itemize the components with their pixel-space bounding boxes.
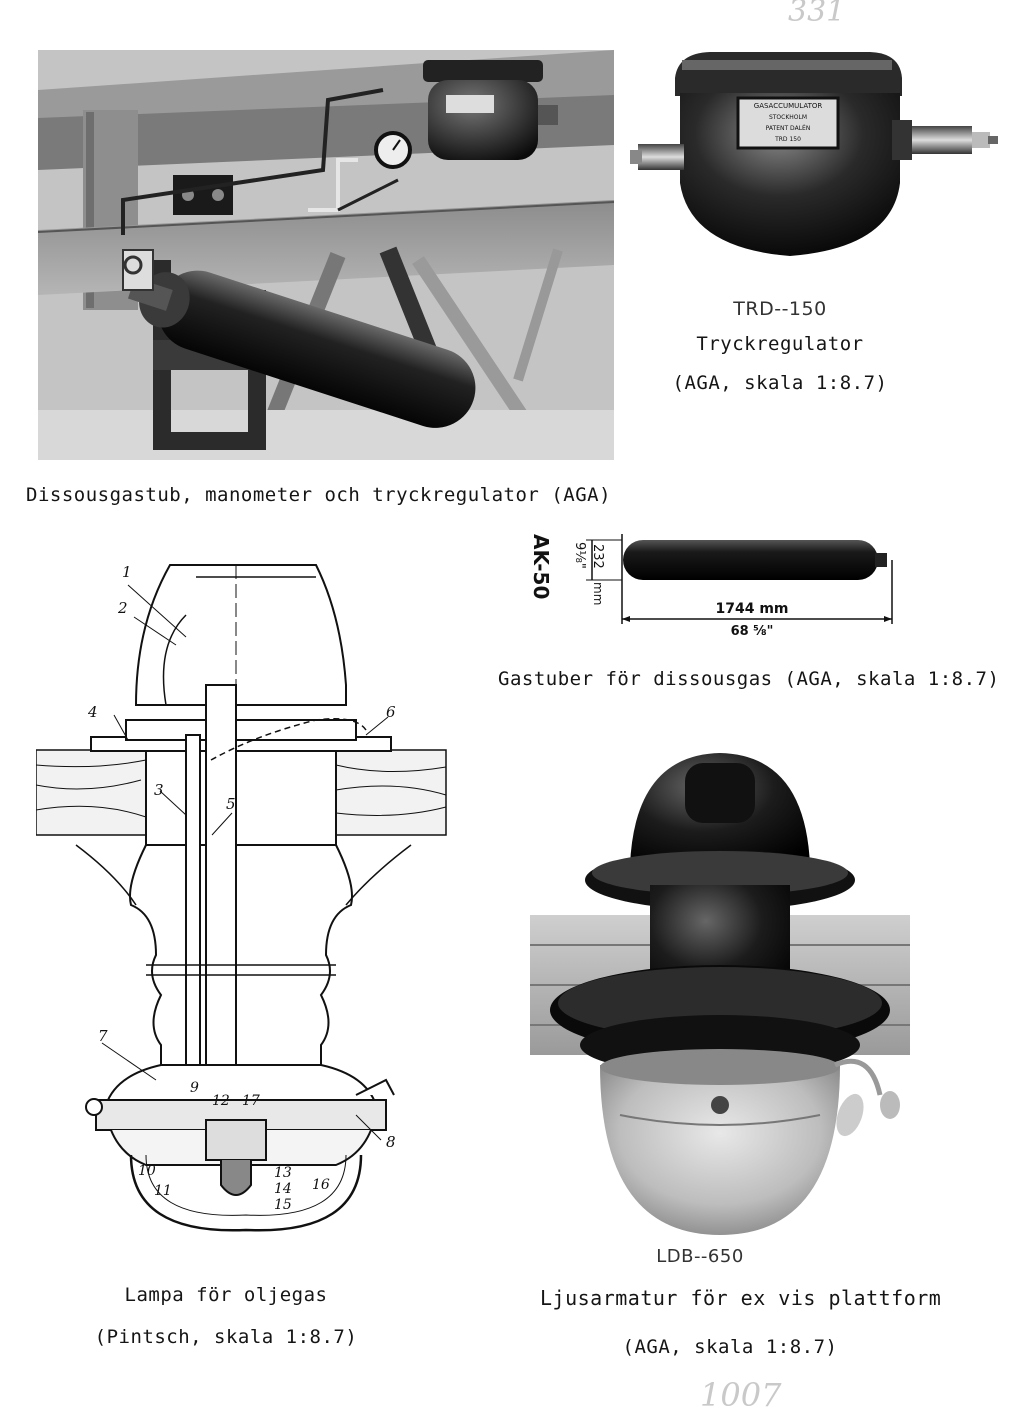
- part-number-4: 4: [88, 703, 98, 721]
- part-number-12: 12: [212, 1093, 230, 1109]
- tube-diameter-unit: mm: [591, 582, 605, 605]
- lampa-technical-drawing: 1 2 3 4 5 6 7 8 9 10 11 12 13 14 15 16 1…: [35, 555, 476, 1235]
- part-number-3: 3: [154, 781, 164, 799]
- ldb-code: LDB--650: [656, 1246, 744, 1267]
- nameplate-line-2: STOCKHOLM: [769, 114, 807, 121]
- lampa-cross-section: [35, 564, 447, 1232]
- part-number-9: 9: [190, 1080, 199, 1096]
- ak50-tube-diagram: AK-50 9⅛" 232 mm 1744 mm 68 ⅝": [529, 534, 893, 639]
- lampa-source: (Pintsch, skala 1:8.7): [94, 1326, 358, 1348]
- trd-code: TRD--150: [733, 298, 827, 320]
- trd-source: (AGA, skala 1:8.7): [672, 372, 888, 394]
- nameplate-line-4: TRD 150: [774, 136, 801, 143]
- caption-gastub: Dissousgastub, manometer och tryckregula…: [26, 484, 612, 506]
- nameplate-line-1: GASACCUMULATOR: [754, 102, 823, 110]
- trd-regulator-illustration: GASACCUMULATOR STOCKHOLM PATENT DALÉN TR…: [630, 52, 998, 256]
- part-number-13: 13: [274, 1165, 292, 1181]
- part-number-15: 15: [274, 1197, 292, 1213]
- tube-diameter-in: 9⅛": [572, 542, 587, 569]
- gastub-photo-illustration: [38, 50, 614, 460]
- part-number-2: 2: [118, 599, 128, 617]
- photo-gastub-manometer-tryckregulator: [38, 50, 614, 460]
- part-number-11: 11: [154, 1183, 172, 1199]
- caption-gastuber: Gastuber för dissousgas (AGA, skala 1:8.…: [498, 668, 1000, 690]
- ldb-lamp-illustration: [530, 753, 910, 1235]
- ldb-name: Ljusarmatur för ex vis plattform: [540, 1286, 942, 1310]
- part-number-7: 7: [98, 1027, 108, 1045]
- tube-length-mm: 1744 mm: [715, 601, 788, 617]
- tube-length-in: 68 ⅝": [731, 624, 774, 639]
- part-number-14: 14: [274, 1181, 292, 1197]
- part-number-10: 10: [138, 1163, 156, 1179]
- trd-name: Tryckregulator: [696, 333, 864, 355]
- tube-code-label: AK-50: [529, 534, 553, 599]
- part-number-17: 17: [242, 1093, 260, 1109]
- page-mark-bottom: 1007: [700, 1376, 782, 1414]
- tube-diameter-mm: 232: [590, 544, 605, 569]
- part-number-8: 8: [386, 1133, 396, 1151]
- part-number-6: 6: [386, 703, 396, 721]
- page-mark-top: 331: [788, 0, 846, 29]
- nameplate-line-3: PATENT DALÉN: [766, 124, 811, 132]
- photo-trd-150: GASACCUMULATOR STOCKHOLM PATENT DALÉN TR…: [630, 48, 1000, 278]
- part-number-5: 5: [226, 795, 236, 813]
- photo-ljusarmatur-ldb-650: [520, 745, 920, 1240]
- ldb-source: (AGA, skala 1:8.7): [622, 1336, 838, 1358]
- part-number-1: 1: [122, 563, 132, 581]
- part-number-16: 16: [312, 1177, 330, 1193]
- lampa-name: Lampa för oljegas: [124, 1284, 328, 1306]
- gastub-drawing: AK-50 9⅛" 232 mm 1744 mm 68 ⅝": [520, 520, 910, 640]
